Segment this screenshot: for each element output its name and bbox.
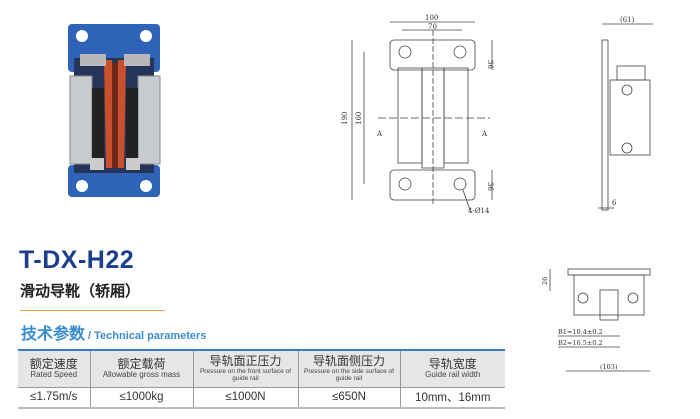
dim-width: (103) [600, 363, 618, 371]
dim-hole-vertical: 160 [355, 112, 363, 125]
product-model: T-DX-H22 [19, 246, 135, 274]
dim-holes: 4-Ø14 [468, 207, 490, 215]
section-mark-right: A [481, 130, 488, 138]
dim-bottom-offset: 36 [486, 182, 494, 191]
dim-b2: B2=16.5±0.2 [558, 339, 603, 347]
table-row: ≤1.75m/s ≤1000kg ≤1000N ≤650N 10mm、16mm [18, 386, 505, 408]
section-title-en: / Technical parameters [88, 330, 207, 342]
section-mark-left: A [376, 130, 383, 138]
dim-hole-spacing: 70 [428, 23, 437, 31]
section-heading: 技术参数/ Technical parameters [21, 320, 206, 344]
dim-depth: (61) [620, 16, 635, 24]
side-view-drawing: (61) 6 [598, 16, 653, 211]
cell-front-pressure: ≤1000N [193, 386, 299, 408]
divider [20, 310, 165, 311]
product-name: 滑动导靴（轿厢） [20, 282, 141, 300]
product-photo [68, 24, 161, 197]
cell-rail-width: 10mm、16mm [400, 386, 505, 408]
dim-top-offset: 36 [486, 60, 494, 69]
dim-width-total: 100 [425, 14, 438, 22]
dim-height: 26 [541, 277, 549, 285]
front-view-drawing: 100 70 190 160 36 36 A A 4-Ø14 [341, 14, 494, 215]
section-title-cn: 技术参数 [21, 324, 86, 343]
dim-b1: B1=10.4±0.2 [558, 328, 603, 336]
cell-rated-speed: ≤1.75m/s [18, 386, 91, 408]
dim-plate: 6 [612, 199, 617, 207]
dim-height-total: 190 [341, 112, 349, 125]
cell-gross-mass: ≤1000kg [90, 386, 194, 408]
cell-side-pressure: ≤650N [298, 386, 401, 408]
bottom-view-drawing: 26 B1=10.4±0.2 B2=16.5±0.2 (103) [541, 268, 651, 372]
